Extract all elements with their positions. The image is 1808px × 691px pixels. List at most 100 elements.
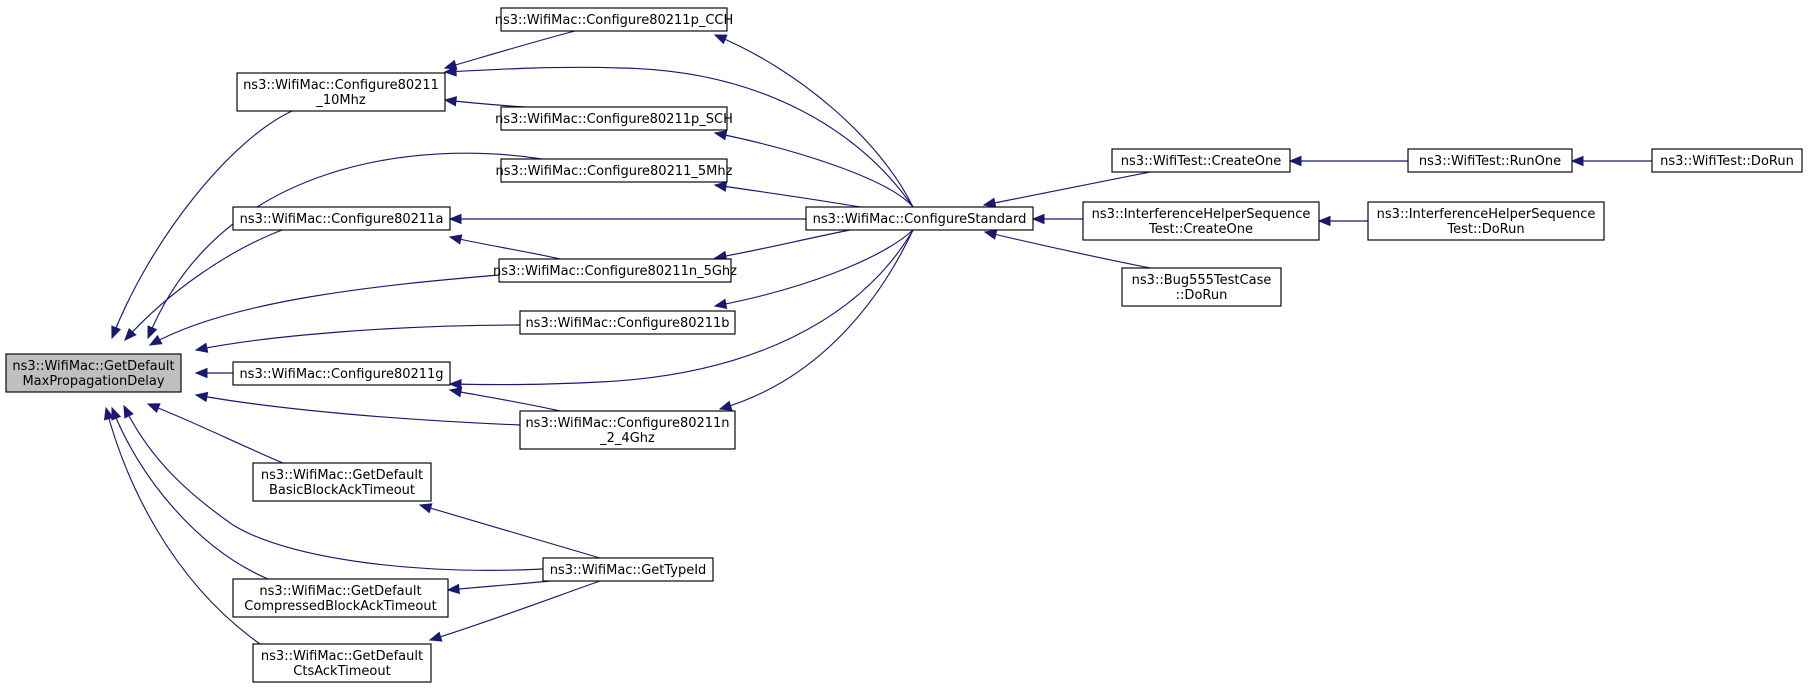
node-compack[interactable]: ns3::WifiMac::GetDefaultCompressedBlockA… [232,578,449,618]
edge-c5mhz-to-root [147,152,543,340]
node-box [252,462,432,502]
node-ihdorun[interactable]: ns3::InterferenceHelperSequenceTest::DoR… [1367,201,1605,241]
arrowhead-icon [111,406,122,421]
node-box [1367,201,1605,241]
node-box [1407,148,1573,173]
edge-typeid-to-ctsack [428,580,601,642]
edge-typeid-to-root [123,404,544,571]
node-box [805,206,1034,231]
node-box [500,106,728,131]
edge-cfgstd-to-n24ghz [718,229,914,411]
node-label: Test::CreateOne [1148,222,1253,237]
edge-c10mhz-to-root [111,110,293,340]
edge-wtcreate-to-cfgstd [982,171,1151,208]
node-box [500,158,728,183]
edge-n5ghz-to-c80211a [448,234,561,260]
arrowhead-icon [713,130,728,141]
edge-c80211g-to-root [194,367,233,379]
node-label: ns3::WifiMac::GetDefault [12,359,174,374]
arrowhead-icon [448,387,463,398]
node-wtcreate[interactable]: ns3::WifiTest::CreateOne [1111,148,1291,173]
node-label: ns3::WifiMac::Configure80211b [525,316,729,331]
node-basicack[interactable]: ns3::WifiMac::GetDefaultBasicBlockAckTim… [252,462,432,502]
node-pcch[interactable]: ns3::WifiMac::Configure80211p_CCH [495,7,734,32]
node-label: BasicBlockAckTimeout [269,483,415,498]
node-cfgstd[interactable]: ns3::WifiMac::ConfigureStandard [805,206,1034,231]
edge-compack-to-root [111,406,269,580]
edge-cfgstd-to-pcch [713,34,914,208]
node-box [498,258,732,283]
node-c80211g[interactable]: ns3::WifiMac::Configure80211g [232,361,451,386]
node-c10mhz[interactable]: ns3::WifiMac::Configure80211_10Mhz [236,72,446,112]
node-n5ghz[interactable]: ns3::WifiMac::Configure80211n_5Ghz [493,258,737,283]
node-box [236,72,446,112]
arrowhead-icon [448,378,462,390]
node-label: _10Mhz [315,93,365,108]
edge-typeid-to-basicack [418,503,601,559]
arrowhead-icon [147,325,158,340]
node-label: _2_4Ghz [599,431,655,446]
node-label: ns3::WifiMac::GetTypeId [550,563,707,578]
edge-cfgstd-to-n5ghz [713,229,851,262]
edge-cfgstd-to-c80211b [713,229,914,309]
edge-cfgstd-to-psch [713,130,914,208]
edge-cfgstd-to-c5mhz [713,181,861,208]
edge-typeid-to-compack [446,580,551,595]
edge-c80211b-to-root [194,324,521,353]
arrowhead-icon [448,234,463,245]
arrowhead-icon [428,631,443,642]
arrowhead-icon [1288,155,1302,167]
node-label: ns3::Bug555TestCase [1132,273,1272,288]
arrowhead-icon [982,197,997,208]
node-n24ghz[interactable]: ns3::WifiMac::Configure80211n_2_4Ghz [519,410,736,450]
arrowhead-icon [103,406,115,421]
node-wtdorun[interactable]: ns3::WifiTest::DoRun [1651,148,1803,173]
node-c80211a[interactable]: ns3::WifiMac::Configure80211a [232,206,451,231]
arrowhead-icon [1570,155,1584,167]
node-label: ns3::InterferenceHelperSequence [1377,207,1596,222]
arrowhead-icon [111,325,122,340]
edge-ihcreate-to-cfgstd [1031,213,1083,225]
node-root[interactable]: ns3::WifiMac::GetDefaultMaxPropagationDe… [5,353,182,393]
node-label: MaxPropagationDelay [22,374,164,389]
edge-n24ghz-to-root [194,391,521,426]
node-typeid[interactable]: ns3::WifiMac::GetTypeId [542,557,714,582]
node-box [500,7,728,32]
node-label: ns3::WifiMac::Configure80211 [243,78,439,93]
node-label: ::DoRun [1176,288,1228,303]
arrowhead-icon [146,403,161,414]
edge-bug555-to-cfgstd [983,229,1151,269]
arrowhead-icon [1031,213,1045,225]
edge-ihdorun-to-ihcreate [1317,215,1368,227]
arrowhead-icon [194,342,209,353]
arrowhead-icon [718,400,733,411]
node-label: ns3::WifiMac::ConfigureStandard [813,212,1027,227]
node-bug555[interactable]: ns3::Bug555TestCase::DoRun [1121,267,1282,307]
node-ihcreate[interactable]: ns3::InterferenceHelperSequenceTest::Cre… [1082,201,1320,241]
arrowhead-icon [124,327,137,341]
node-label: ns3::WifiTest::CreateOne [1121,154,1281,169]
arrowhead-icon [123,404,134,419]
node-box [519,310,736,335]
edge-c80211a-to-root [124,229,283,341]
node-label: ns3::WifiMac::Configure80211n [525,416,729,431]
node-box [1651,148,1803,173]
edge-basicack-to-root [146,403,284,464]
call-edges [103,30,1652,645]
node-box [1082,201,1320,241]
node-box [1111,148,1291,173]
edge-cfgstd-to-c80211a [448,213,806,225]
edge-n24ghz-to-c80211g [448,387,561,412]
node-psch[interactable]: ns3::WifiMac::Configure80211p_SCH [495,106,733,131]
node-label: ns3::WifiMac::GetDefault [261,649,423,664]
node-box [5,353,182,393]
node-wtrun[interactable]: ns3::WifiTest::RunOne [1407,148,1573,173]
arrowhead-icon [443,66,457,77]
node-c5mhz[interactable]: ns3::WifiMac::Configure80211_5Mhz [496,158,733,183]
edge-n5ghz-to-root [148,274,500,346]
node-c80211b[interactable]: ns3::WifiMac::Configure80211b [519,310,736,335]
arrowhead-icon [713,298,728,309]
node-label: ns3::WifiMac::GetDefault [261,468,423,483]
